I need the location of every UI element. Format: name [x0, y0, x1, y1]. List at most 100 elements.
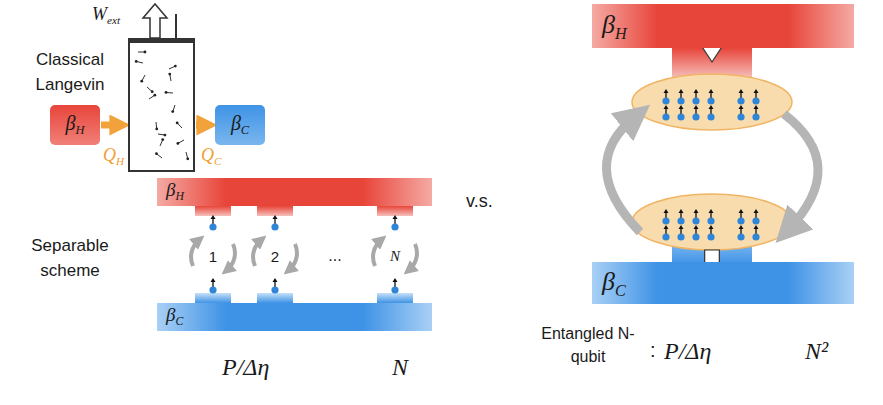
heat-label: QC	[201, 145, 221, 167]
scaling: N²	[805, 334, 828, 369]
particle	[171, 110, 174, 113]
reservoir-label: βC	[231, 112, 249, 138]
symbol: Q	[103, 145, 116, 165]
spin-arrow-head	[754, 209, 759, 213]
qubit	[677, 217, 684, 224]
qubit	[752, 97, 759, 104]
heat-flow-arrow	[196, 122, 209, 129]
particle	[165, 91, 168, 94]
reservoir-box: βC	[592, 262, 854, 304]
qubit	[737, 97, 744, 104]
unit-number: 1	[209, 246, 217, 268]
qubit	[737, 217, 744, 224]
particle	[164, 134, 167, 137]
spin-arrow-head	[694, 105, 699, 109]
separator: :	[650, 336, 656, 365]
qubit	[677, 113, 684, 120]
cycle-arrow	[253, 240, 261, 266]
reservoir-label: βH	[602, 10, 627, 43]
reservoir-box: βC	[157, 303, 432, 331]
spin-arrow-head	[754, 89, 759, 93]
qubit	[662, 233, 669, 240]
spin-arrow-head	[694, 209, 699, 213]
particle	[153, 94, 156, 97]
symbol: β	[166, 304, 175, 325]
subscript: C	[615, 281, 626, 298]
qubit	[692, 233, 699, 240]
symbol: β	[66, 112, 76, 134]
subscript: C	[175, 316, 183, 329]
qubit	[271, 286, 278, 293]
work-arrow	[143, 4, 167, 38]
qubit	[752, 233, 759, 240]
power-ratio: P/Δη	[222, 350, 269, 385]
spin-arrow-head	[679, 209, 684, 213]
spin-arrow-head	[709, 225, 714, 229]
qubit	[209, 223, 216, 230]
particle	[140, 80, 143, 83]
spin-arrow-head	[754, 105, 759, 109]
qubit	[692, 113, 699, 120]
cold-contact	[257, 293, 293, 303]
particle	[135, 60, 138, 63]
power-ratio: P/Δη	[664, 334, 711, 369]
reservoir-box: βH	[50, 105, 100, 145]
spin-arrow-head	[679, 89, 684, 93]
qubit	[391, 223, 398, 230]
qubit	[662, 217, 669, 224]
particle	[186, 157, 189, 160]
spin-arrow-head	[739, 105, 744, 109]
cold-contact	[195, 293, 231, 303]
spin-arrow-head	[664, 89, 669, 93]
spin-arrow-head	[664, 105, 669, 109]
subscript: ext	[107, 14, 120, 26]
row-label: Classical Langevin	[14, 48, 126, 97]
row-label: Separable scheme	[14, 234, 126, 283]
qubit	[677, 233, 684, 240]
qubit	[677, 97, 684, 104]
qubit-ensemble	[632, 74, 792, 130]
reservoir-label: βC	[166, 304, 183, 329]
qubit	[662, 113, 669, 120]
reservoir-label: βH	[66, 112, 85, 138]
cycle-arrow	[784, 114, 818, 230]
cycle-arrow	[606, 116, 640, 232]
cycle-arrow	[191, 240, 199, 266]
spin-arrow-head	[694, 225, 699, 229]
cycle-arrow	[227, 244, 235, 270]
reservoir-box: βH	[157, 178, 432, 206]
hot-contact	[377, 206, 413, 216]
qubit	[707, 97, 714, 104]
particle	[176, 142, 179, 145]
spin-arrow-head	[664, 209, 669, 213]
unit-number: N	[390, 246, 400, 268]
qubit	[209, 286, 216, 293]
cylinder-box: Wext	[128, 40, 195, 172]
spin-arrow-head	[679, 105, 684, 109]
spin-arrow-head	[679, 225, 684, 229]
cycle-arrow	[373, 240, 381, 266]
qubit	[707, 233, 714, 240]
spin-arrow-head	[273, 215, 278, 219]
spin-arrow-head	[664, 225, 669, 229]
qubit-dots	[662, 89, 759, 241]
reservoir-label: βC	[602, 267, 626, 300]
symbol: Q	[201, 145, 214, 165]
qubit-ensemble	[632, 194, 792, 250]
spin-arrow-head	[739, 209, 744, 213]
hot-contact	[195, 206, 231, 216]
reservoir-box: βH	[592, 4, 854, 48]
spin-arrow-head	[709, 105, 714, 109]
subscript: H	[116, 155, 124, 167]
cycle-arrow	[409, 244, 417, 270]
qubit	[707, 113, 714, 120]
spin-arrow-head	[754, 225, 759, 229]
subscript: H	[615, 24, 627, 41]
qubit	[271, 223, 278, 230]
spin-arrow-head	[709, 209, 714, 213]
reservoir-label: βH	[166, 179, 184, 204]
spin-arrow-head	[739, 225, 744, 229]
particle	[155, 152, 158, 155]
